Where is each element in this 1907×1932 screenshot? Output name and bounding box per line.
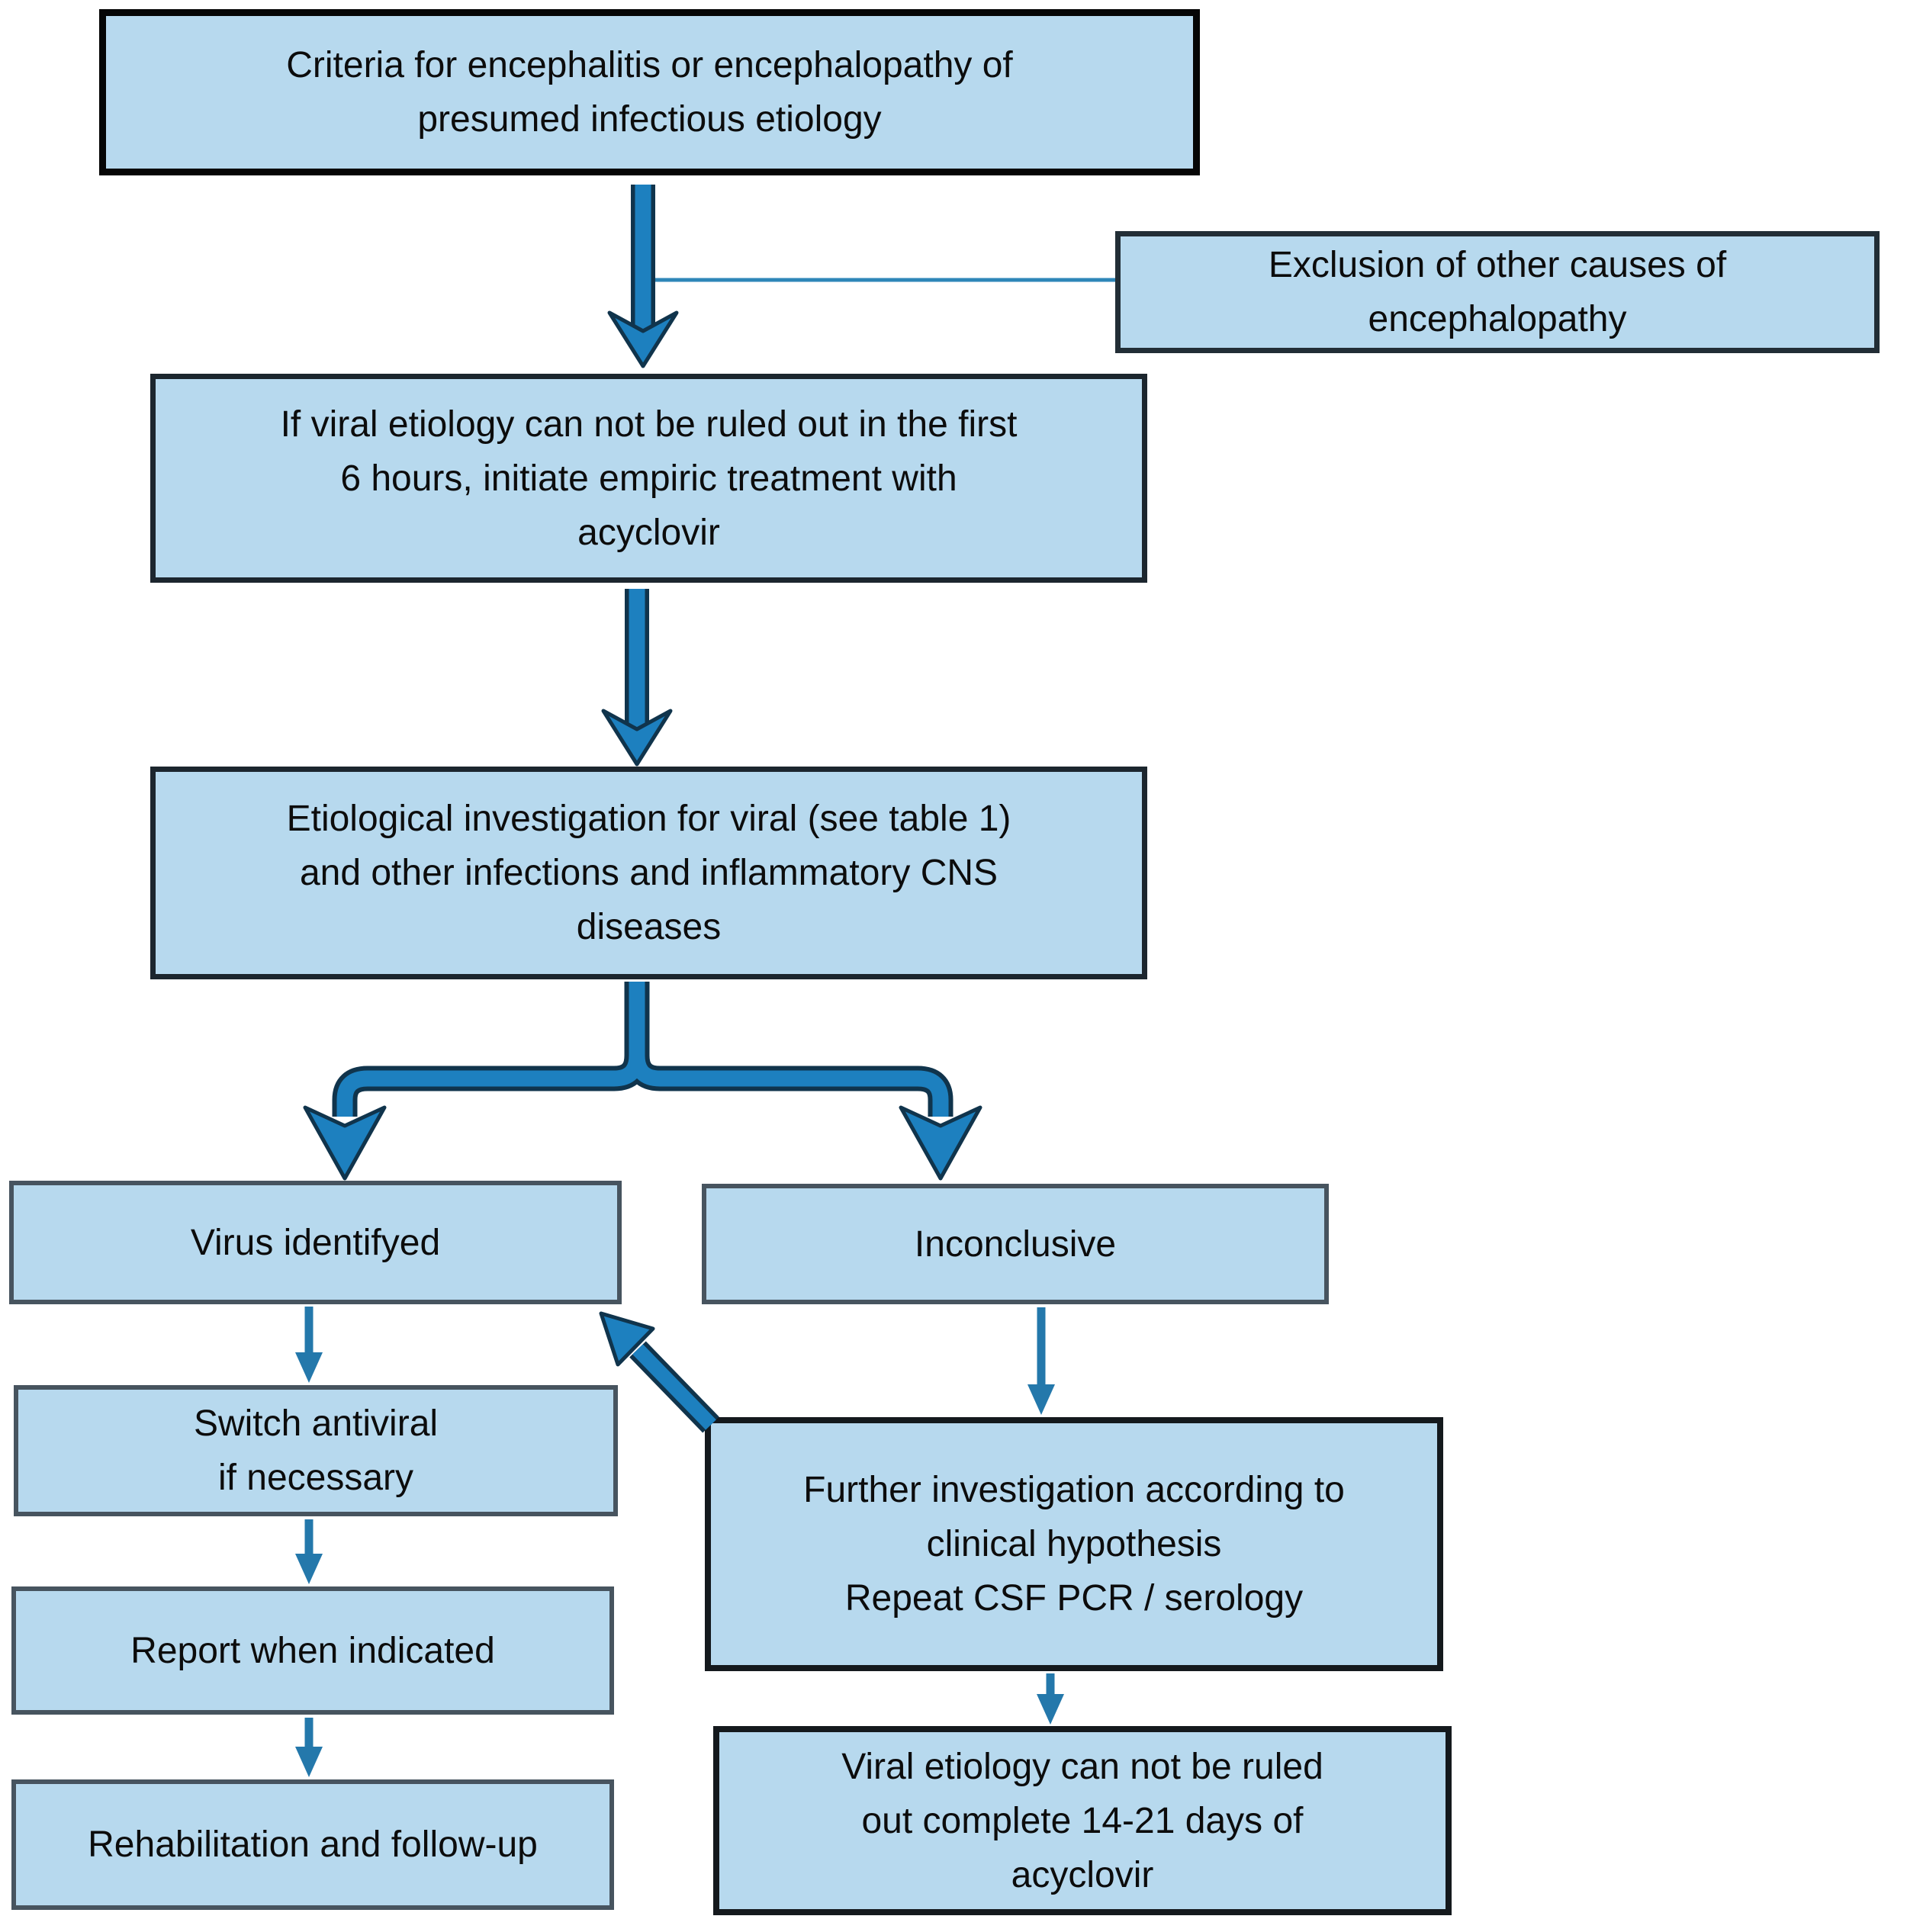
- connector-split: [303, 982, 982, 1181]
- node-further-investigation-label: Further investigation according to clini…: [803, 1470, 1345, 1619]
- node-exclusion-of-other-causes: Exclusion of other causes of encephalopa…: [1115, 231, 1880, 353]
- node-switch-antiviral-label: Switch antiviral if necessary: [193, 1403, 439, 1498]
- arrow-inconclusive-to-further: [1027, 1307, 1055, 1415]
- split-arrowhead-right: [899, 1105, 982, 1181]
- node-etiological-investigation-label: Etiological investigation for viral (see…: [286, 799, 1011, 947]
- node-virus-identified: Virus identifyed: [9, 1181, 622, 1304]
- node-criteria-label: Criteria for encephalitis or encephalopa…: [286, 45, 1013, 140]
- node-inconclusive: Inconclusive: [702, 1184, 1329, 1304]
- node-virus-identified-label: Virus identifyed: [190, 1222, 441, 1263]
- arrow-virus-to-switch: [295, 1307, 323, 1383]
- node-empiric-treatment: If viral etiology can not be ruled out i…: [150, 374, 1147, 583]
- node-etiological-investigation: Etiological investigation for viral (see…: [150, 767, 1147, 979]
- arrow-criteria-to-empiric: [607, 185, 679, 368]
- arrow-report-to-rehab: [295, 1718, 323, 1777]
- split-arrowhead-left: [303, 1105, 387, 1181]
- node-report-label: Report when indicated: [130, 1630, 495, 1671]
- node-empiric-treatment-label: If viral etiology can not be ruled out i…: [280, 403, 1018, 553]
- node-further-investigation: Further investigation according to clini…: [705, 1417, 1443, 1671]
- node-criteria: Criteria for encephalitis or encephalopa…: [99, 9, 1200, 175]
- node-viral-etiology-not-ruled-out: Viral etiology can not be ruled out comp…: [713, 1726, 1452, 1915]
- node-inconclusive-label: Inconclusive: [914, 1223, 1117, 1265]
- arrow-further-to-viraletiology: [1037, 1673, 1064, 1725]
- node-switch-antiviral: Switch antiviral if necessary: [14, 1385, 618, 1516]
- arrow-switch-to-report: [295, 1519, 323, 1584]
- node-report-when-indicated: Report when indicated: [11, 1586, 614, 1715]
- node-exclusion-label: Exclusion of other causes of encephalopa…: [1268, 245, 1727, 339]
- arrow-empiric-to-etiological: [601, 589, 673, 767]
- node-viral-etiology-label: Viral etiology can not be ruled out comp…: [841, 1746, 1323, 1895]
- node-rehabilitation: Rehabilitation and follow-up: [11, 1779, 614, 1910]
- node-rehabilitation-label: Rehabilitation and follow-up: [88, 1824, 538, 1865]
